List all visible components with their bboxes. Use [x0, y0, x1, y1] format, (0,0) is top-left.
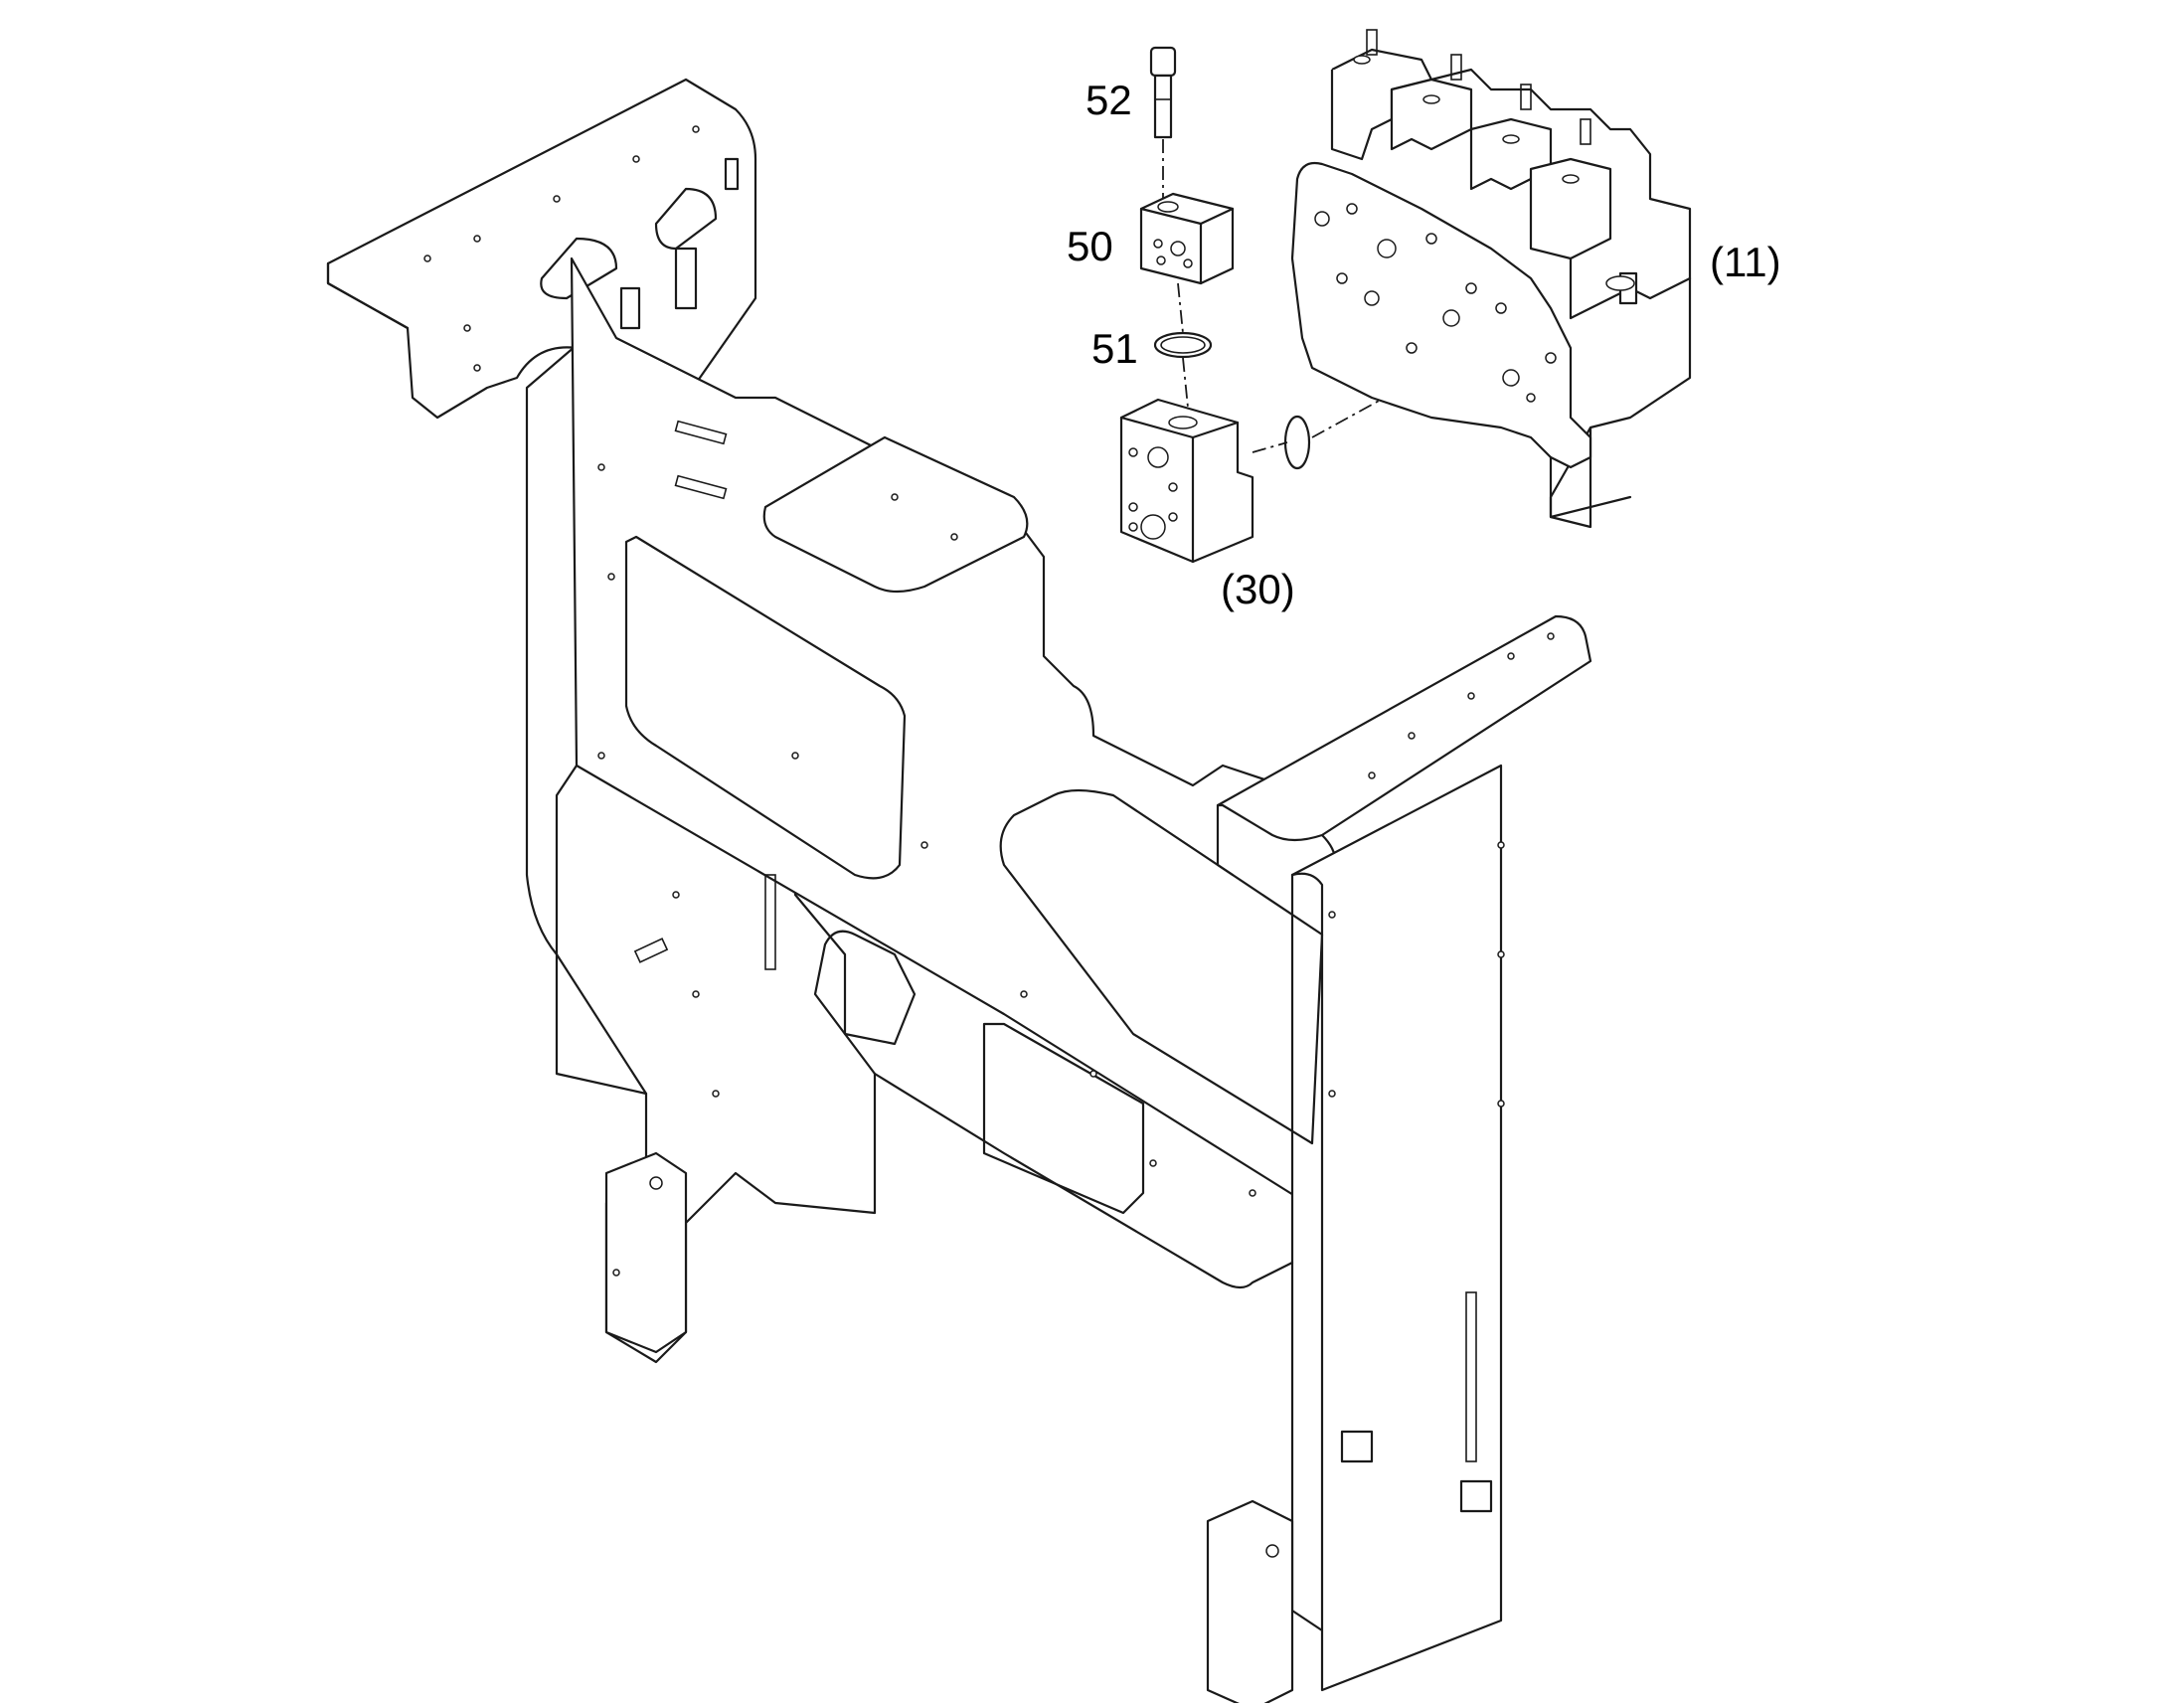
callout-50: 50 — [1067, 223, 1113, 269]
centerline-mid — [1177, 282, 1184, 334]
o-ring-part — [1153, 331, 1213, 359]
side-o-ring-part — [1283, 415, 1311, 470]
callout-52: 52 — [1086, 77, 1132, 123]
callout-51: 51 — [1091, 325, 1138, 372]
main-frame — [326, 78, 1592, 1708]
callout-30: (30) — [1221, 566, 1295, 612]
small-block-part — [1139, 192, 1235, 285]
control-valve-assembly — [1290, 29, 1692, 529]
valve-block-part — [1119, 398, 1254, 564]
callout-11: (11) — [1710, 239, 1781, 285]
cap-screw-part — [1149, 46, 1177, 139]
